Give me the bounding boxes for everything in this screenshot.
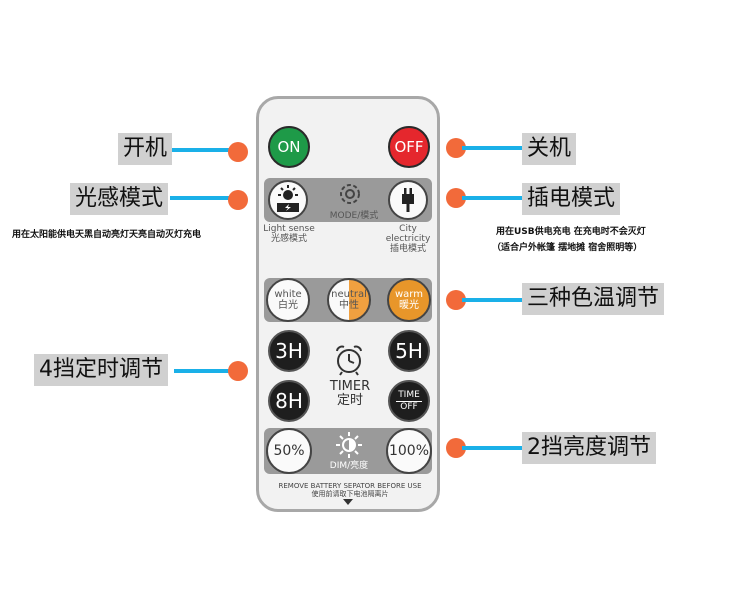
dim-100-label: 100% bbox=[388, 443, 430, 459]
callout-line-brightness bbox=[462, 446, 524, 450]
warm-light-button[interactable]: warm 暖光 bbox=[387, 278, 431, 322]
alarm-clock-icon bbox=[333, 343, 365, 377]
timer-5h-button[interactable]: 5H bbox=[388, 330, 430, 372]
plug-mode-note-2: （适合户外帐篷 摆地摊 宿舍照明等） bbox=[492, 243, 643, 253]
callout-line-power-on bbox=[172, 148, 232, 152]
white-en-label: white bbox=[274, 289, 302, 300]
callout-dot-plug-mode bbox=[446, 188, 466, 208]
brightness-sun-icon bbox=[334, 430, 364, 460]
light-sense-button[interactable] bbox=[268, 180, 308, 220]
callout-dot-light-mode bbox=[228, 190, 248, 210]
callout-line-color-temp bbox=[462, 298, 524, 302]
callout-dot-brightness bbox=[446, 438, 466, 458]
callout-dot-power-off bbox=[446, 138, 466, 158]
time-off-label-1: TIME bbox=[398, 389, 420, 400]
time-off-label-2: OFF bbox=[396, 400, 422, 413]
city-electricity-button[interactable] bbox=[388, 180, 428, 220]
light-mode-note: 用在太阳能供电天黑自动亮灯天亮自动灭灯充电 bbox=[12, 230, 202, 240]
warm-en-label: warm bbox=[395, 289, 423, 300]
callout-line-light-mode bbox=[170, 196, 232, 200]
callout-timer: 4挡定时调节 bbox=[34, 354, 168, 386]
callout-brightness: 2挡亮度调节 bbox=[522, 432, 656, 464]
callout-dot-color-temp bbox=[446, 290, 466, 310]
timer-off-button[interactable]: TIME OFF bbox=[388, 380, 430, 422]
callout-dot-timer bbox=[228, 361, 248, 381]
timer-8h-label: 8H bbox=[275, 389, 303, 413]
callout-color-temp: 三种色温调节 bbox=[522, 283, 665, 315]
white-light-button[interactable]: white 白光 bbox=[266, 278, 310, 322]
plug-mode-note-1: 用在USB供电充电 在充电时不会灭灯 bbox=[496, 227, 646, 237]
callout-plug-mode: 插电模式 bbox=[522, 183, 621, 215]
mode-label: MODE/模式 bbox=[329, 211, 379, 221]
dim-50-button[interactable]: 50% bbox=[266, 428, 312, 474]
white-cn-label: 白光 bbox=[278, 300, 298, 311]
solar-sun-icon bbox=[277, 185, 299, 212]
dim-50-label: 50% bbox=[273, 443, 305, 459]
neutral-en-label: neutral bbox=[331, 289, 367, 300]
neutral-light-button[interactable]: neutral 中性 bbox=[327, 278, 371, 322]
callout-light-mode: 光感模式 bbox=[70, 183, 169, 215]
timer-8h-button[interactable]: 8H bbox=[268, 380, 310, 422]
off-button[interactable]: OFF bbox=[388, 126, 430, 168]
timer-3h-label: 3H bbox=[275, 339, 303, 363]
gear-icon bbox=[340, 184, 360, 204]
warm-cn-label: 暖光 bbox=[399, 300, 419, 311]
pull-tab-arrow-icon bbox=[343, 499, 353, 505]
off-label: OFF bbox=[394, 138, 424, 156]
callout-power-off: 关机 bbox=[522, 133, 577, 165]
plug-icon bbox=[402, 188, 414, 212]
mode-gear-button[interactable] bbox=[334, 180, 366, 210]
on-label: ON bbox=[277, 138, 301, 156]
dim-100-button[interactable]: 100% bbox=[386, 428, 432, 474]
neutral-cn-label: 中性 bbox=[339, 300, 359, 311]
timer-5h-label: 5H bbox=[395, 339, 423, 363]
callout-dot-power-on bbox=[228, 142, 248, 162]
on-button[interactable]: ON bbox=[268, 126, 310, 168]
callout-line-plug-mode bbox=[462, 196, 524, 200]
callout-power-on: 开机 bbox=[118, 133, 173, 165]
callout-line-power-off bbox=[462, 146, 524, 150]
callout-line-timer bbox=[174, 369, 232, 373]
dim-label: DIM/亮度 bbox=[329, 461, 369, 471]
timer-3h-button[interactable]: 3H bbox=[268, 330, 310, 372]
